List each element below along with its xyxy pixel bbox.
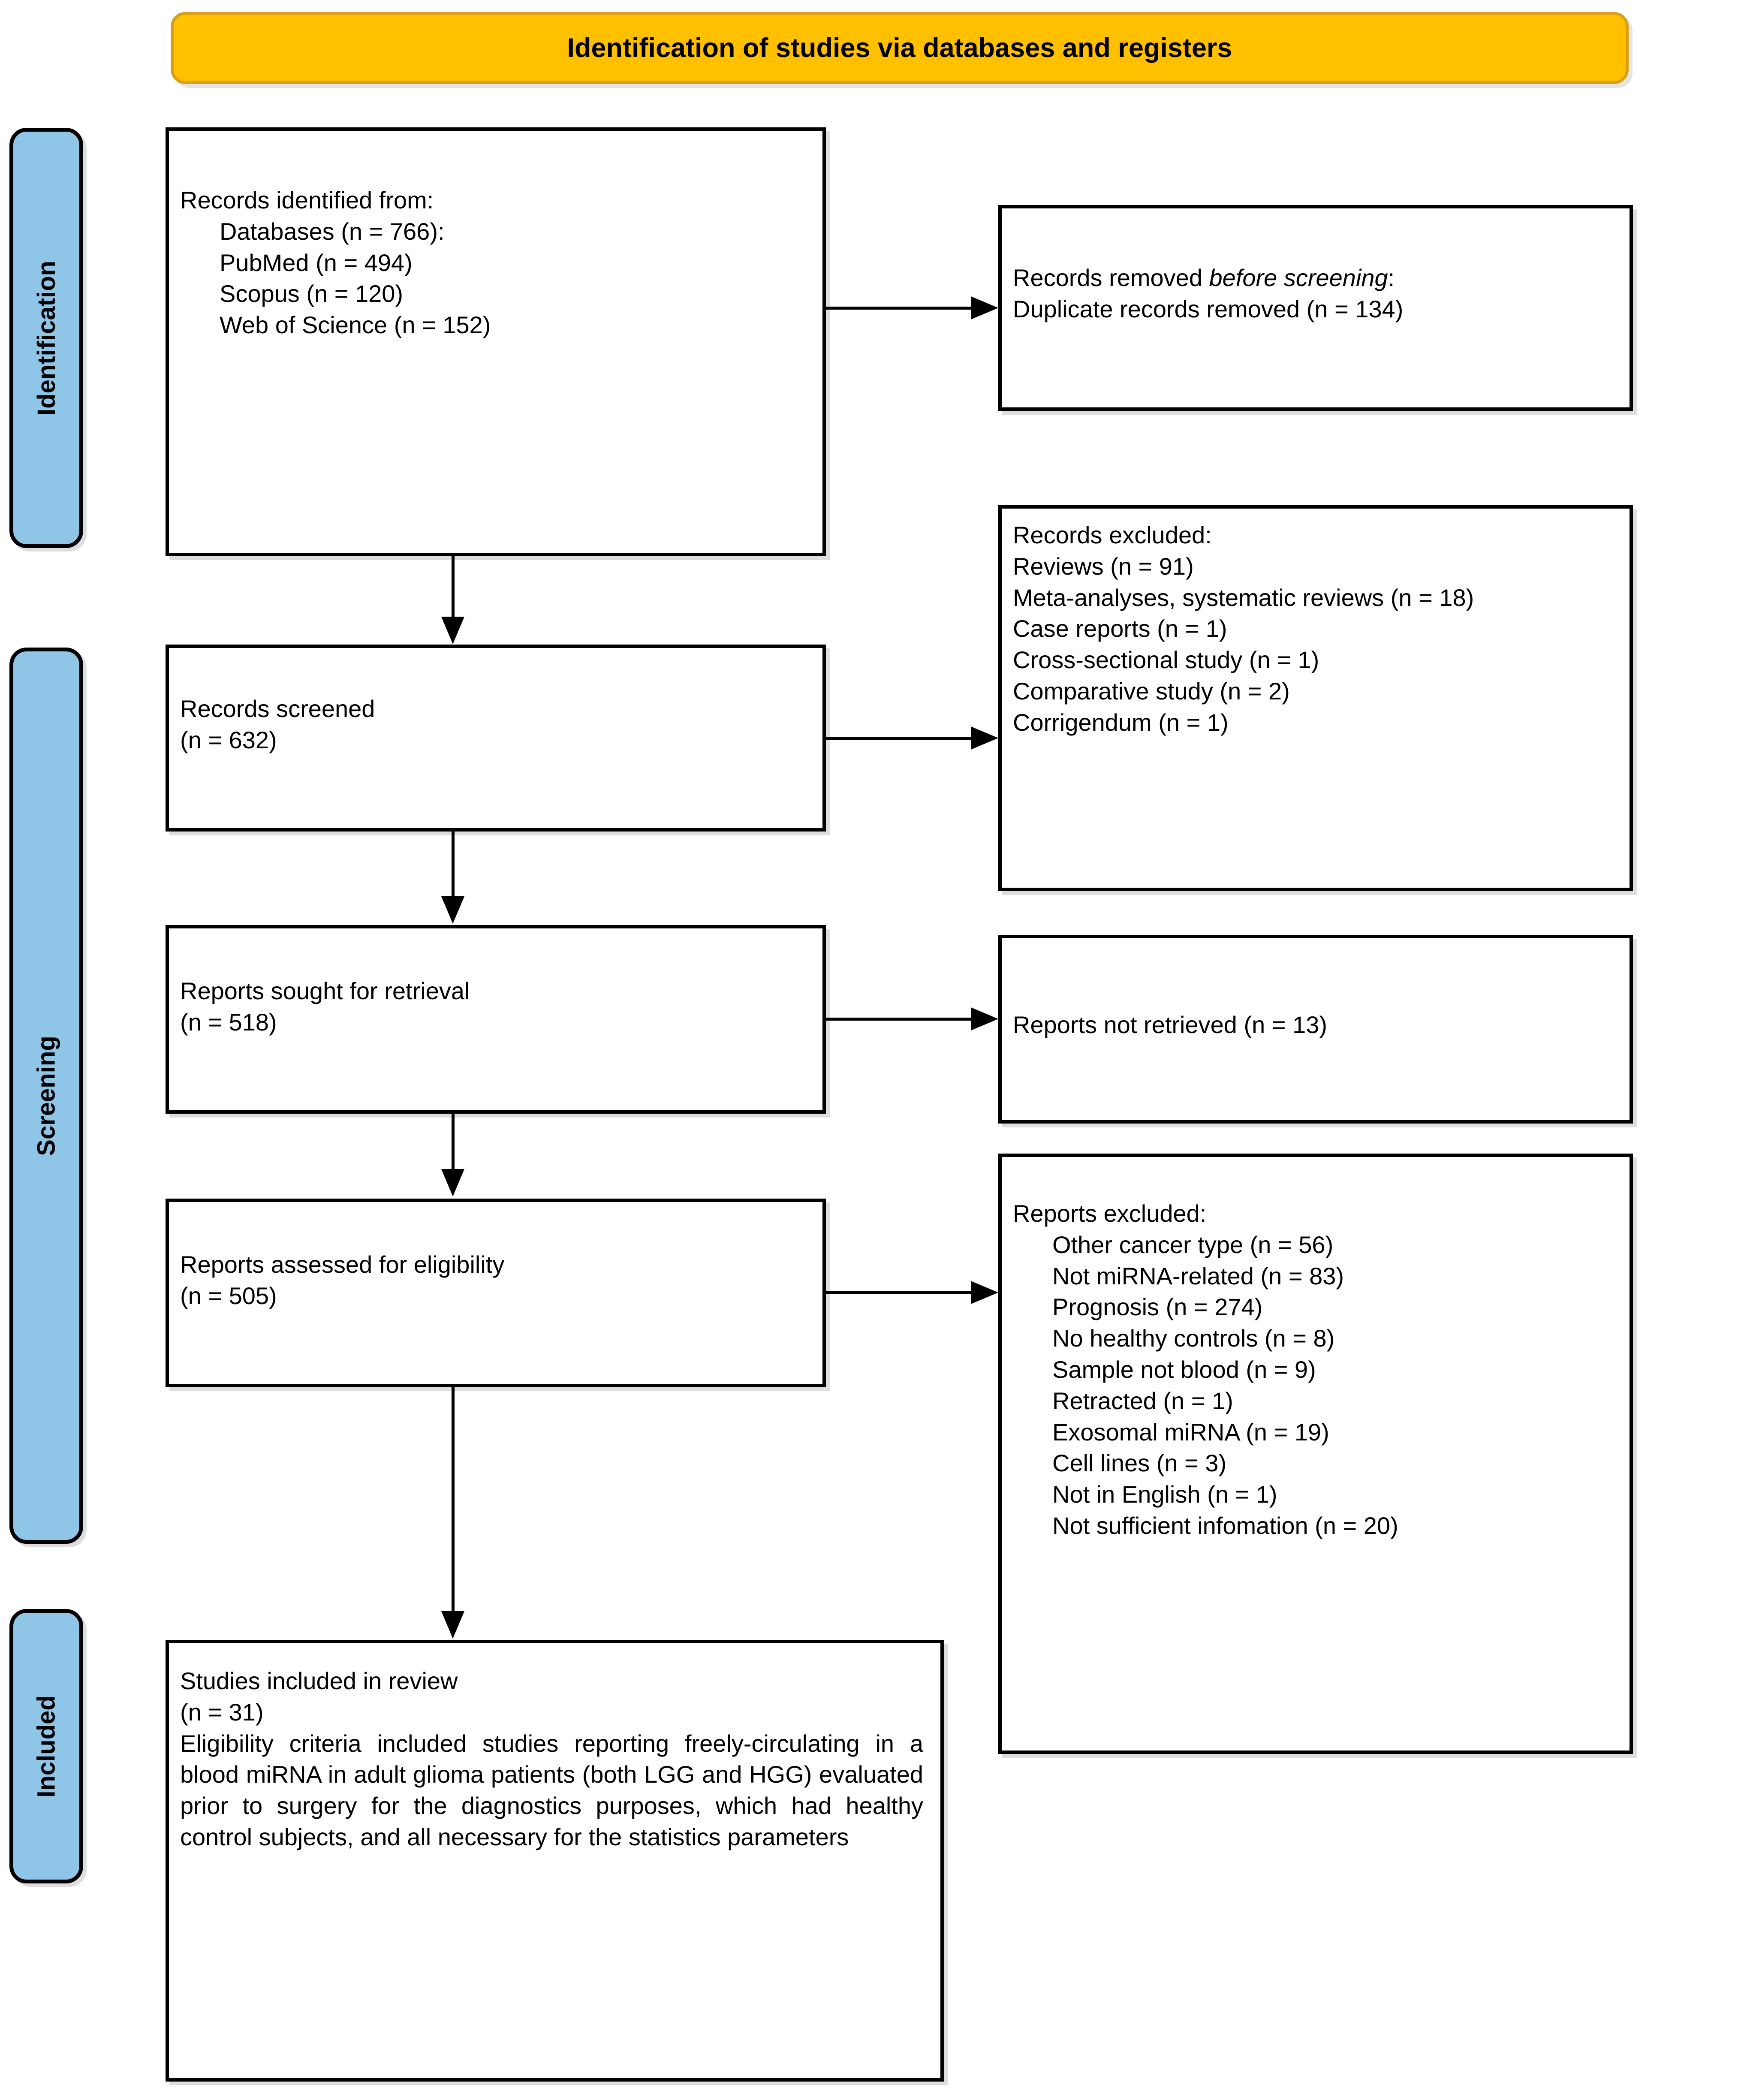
connector-sought-to-not-retrieved-line xyxy=(826,1018,971,1021)
reports-sought-count: (n = 518) xyxy=(180,1008,277,1036)
banner-title: Identification of studies via databases … xyxy=(567,33,1232,63)
reports-excluded-item-not-mirna-related: Not miRNA-related (n = 83) xyxy=(1052,1262,1344,1290)
stage-label-identification-text: Identification xyxy=(32,260,60,416)
records-excluded-item-corrigendum: Corrigendum (n = 1) xyxy=(1013,708,1229,736)
studies-included-eligibility-paragraph: Eligibility criteria included studies re… xyxy=(180,1729,923,1850)
records-identified-heading: Records identified from: xyxy=(180,187,434,214)
reports-excluded-heading: Reports excluded: xyxy=(1013,1200,1207,1227)
box-records-screened: Records screened (n = 632) xyxy=(166,645,826,832)
box-reports-not-retrieved: Reports not retrieved (n = 13) xyxy=(998,935,1633,1124)
stage-label-identification: Identification xyxy=(9,128,83,548)
stage-label-included-text: Included xyxy=(32,1695,60,1798)
records-identified-item-databases: Databases (n = 766): xyxy=(220,217,445,245)
records-screened-label: Records screened xyxy=(180,695,375,722)
reports-not-retrieved-label: Reports not retrieved (n = 13) xyxy=(1013,1011,1328,1038)
records-removed-heading: Records removed before screening: xyxy=(1013,262,1618,294)
records-removed-heading-suffix: : xyxy=(1388,264,1395,291)
connector-identified-to-screened-line xyxy=(452,556,455,618)
box-studies-included-in-review: Studies included in review (n = 31) Elig… xyxy=(166,1640,944,2082)
records-removed-heading-prefix: Records removed xyxy=(1013,264,1209,291)
connector-identified-to-screened-arrow xyxy=(441,617,464,644)
reports-excluded-item-other-cancer-type: Other cancer type (n = 56) xyxy=(1052,1231,1334,1258)
reports-excluded-item-not-sufficient-information: Not sufficient infomation (n = 20) xyxy=(1052,1512,1398,1539)
reports-assessed-count: (n = 505) xyxy=(180,1282,277,1309)
records-excluded-item-reviews: Reviews (n = 91) xyxy=(1013,552,1194,580)
connector-identified-to-removed-arrow xyxy=(971,296,998,319)
records-removed-duplicates: Duplicate records removed (n = 134) xyxy=(1013,295,1404,322)
records-removed-heading-italic: before screening xyxy=(1209,264,1388,291)
box-reports-assessed-for-eligibility: Reports assessed for eligibility (n = 50… xyxy=(166,1199,826,1387)
box-records-removed-before-screening: Records removed before screening: Duplic… xyxy=(998,205,1633,411)
connector-identified-to-removed-line xyxy=(826,307,971,310)
box-reports-excluded: Reports excluded: Other cancer type (n =… xyxy=(998,1154,1633,1754)
records-excluded-item-case-reports: Case reports (n = 1) xyxy=(1013,615,1227,642)
box-records-identified: Records identified from: Databases (n = … xyxy=(166,127,826,556)
records-excluded-heading: Records excluded: xyxy=(1013,521,1212,548)
stage-label-screening-text: Screening xyxy=(32,1035,60,1156)
records-identified-item-web-of-science: Web of Science (n = 152) xyxy=(220,311,491,339)
reports-assessed-label: Reports assessed for eligibility xyxy=(180,1251,505,1278)
connector-sought-to-assessed-arrow xyxy=(441,1169,464,1196)
records-screened-count: (n = 632) xyxy=(180,726,277,753)
connector-screened-to-sought-line xyxy=(452,832,455,898)
identification-banner: Identification of studies via databases … xyxy=(171,12,1629,84)
stage-label-included: Included xyxy=(9,1609,83,1883)
reports-excluded-item-sample-not-blood: Sample not blood (n = 9) xyxy=(1052,1356,1316,1383)
box-reports-sought-for-retrieval: Reports sought for retrieval (n = 518) xyxy=(166,925,826,1114)
connector-sought-to-assessed-line xyxy=(452,1114,455,1170)
records-excluded-item-comparative: Comparative study (n = 2) xyxy=(1013,677,1290,705)
records-identified-item-pubmed: PubMed (n = 494) xyxy=(220,249,413,276)
stage-label-screening: Screening xyxy=(9,648,83,1544)
reports-excluded-item-cell-lines: Cell lines (n = 3) xyxy=(1052,1449,1227,1477)
reports-excluded-item-prognosis: Prognosis (n = 274) xyxy=(1052,1293,1263,1321)
connector-screened-to-records-excluded-arrow xyxy=(971,726,998,750)
records-excluded-item-meta-analyses: Meta-analyses, systematic reviews (n = 1… xyxy=(1013,584,1474,611)
reports-sought-label: Reports sought for retrieval xyxy=(180,977,470,1004)
connector-assessed-to-included-line xyxy=(452,1387,455,1612)
connector-assessed-to-reports-excluded-arrow xyxy=(971,1281,998,1304)
connector-assessed-to-reports-excluded-line xyxy=(826,1291,971,1294)
studies-included-count: (n = 31) xyxy=(180,1698,264,1726)
connector-screened-to-records-excluded-line xyxy=(826,737,971,740)
connector-assessed-to-included-arrow xyxy=(441,1611,464,1639)
connector-screened-to-sought-arrow xyxy=(441,896,464,924)
connector-sought-to-not-retrieved-arrow xyxy=(971,1007,998,1030)
reports-excluded-item-no-healthy-controls: No healthy controls (n = 8) xyxy=(1052,1325,1335,1352)
records-excluded-item-cross-sectional: Cross-sectional study (n = 1) xyxy=(1013,646,1319,674)
box-records-excluded: Records excluded: Reviews (n = 91) Meta-… xyxy=(998,505,1633,891)
reports-excluded-item-exosomal-mirna: Exosomal miRNA (n = 19) xyxy=(1052,1418,1329,1446)
records-identified-item-scopus: Scopus (n = 120) xyxy=(220,280,404,307)
reports-excluded-item-not-in-english: Not in English (n = 1) xyxy=(1052,1481,1277,1508)
studies-included-label: Studies included in review xyxy=(180,1667,458,1694)
reports-excluded-item-retracted: Retracted (n = 1) xyxy=(1052,1387,1233,1414)
